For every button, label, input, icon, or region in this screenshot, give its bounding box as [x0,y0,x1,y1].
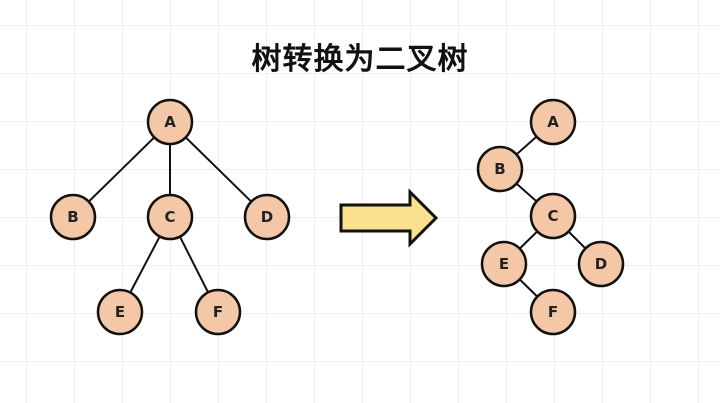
node-label: E [115,303,125,321]
node-circle [480,240,528,288]
node-label: D [261,208,273,226]
node-a: A [529,98,577,146]
node-circle [96,288,144,336]
binary-tree: A B C E D F [476,98,625,336]
node-label: A [547,113,559,131]
node-label: F [213,303,223,321]
general-tree: A B C D E F [49,98,291,336]
node-circle [146,193,194,241]
page-title: 树转换为二叉树 [251,42,469,77]
node-circle [529,98,577,146]
node-circle [243,193,291,241]
node-label: F [548,303,558,321]
node-c: C [146,193,194,241]
right-arrow-icon [339,188,439,248]
node-a: A [146,98,194,146]
node-circle [49,193,97,241]
node-circle [529,288,577,336]
node-e: E [96,288,144,336]
node-d: D [577,240,625,288]
node-b: B [49,193,97,241]
node-circle [146,98,194,146]
node-circle [194,288,242,336]
node-label: D [595,255,607,273]
node-label: C [547,207,558,225]
node-circle [577,240,625,288]
node-circle [529,192,577,240]
node-label: B [494,160,505,178]
node-label: A [164,113,176,131]
node-f: F [529,288,577,336]
node-label: B [67,208,78,226]
node-circle [476,145,524,193]
node-label: E [499,255,509,273]
node-e: E [480,240,528,288]
node-c: C [529,192,577,240]
node-label: C [164,208,175,226]
node-d: D [243,193,291,241]
node-b: B [476,145,524,193]
node-f: F [194,288,242,336]
